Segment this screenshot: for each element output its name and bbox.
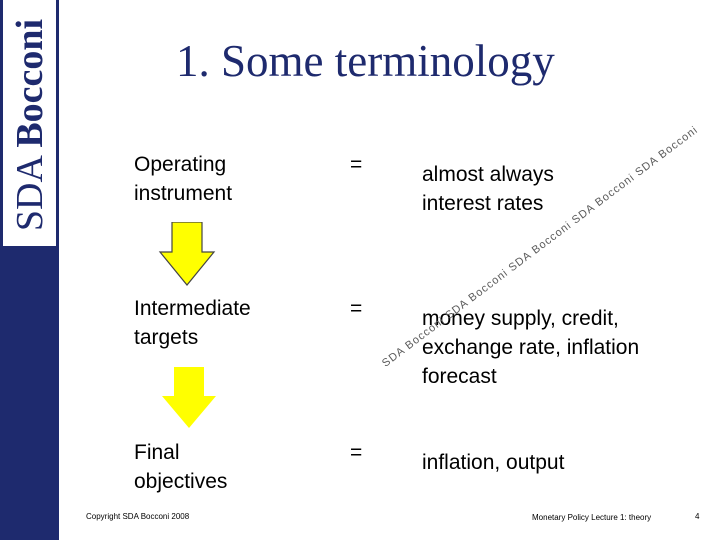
term-line: Operating (134, 153, 227, 176)
term-final-objectives: Final objectives (134, 438, 227, 496)
definition-line: forecast (422, 365, 497, 388)
definition-line: almost always (422, 163, 554, 186)
slide-title: 1. Some terminology (176, 36, 555, 86)
term-intermediate-targets: Intermediate targets (134, 294, 251, 352)
term-line: objectives (134, 470, 228, 493)
term-line: Intermediate (134, 297, 251, 320)
course-footer: Monetary Policy Lecture 1: theory (532, 513, 652, 522)
down-arrow-icon (158, 222, 216, 286)
term-line: Final (134, 441, 180, 464)
down-arrow-icon (162, 367, 216, 428)
definition-line: inflation, output (422, 451, 565, 474)
term-line: targets (134, 326, 199, 349)
brand-name-light: SDA (9, 147, 51, 232)
equals-sign: = (350, 441, 363, 464)
term-line: instrument (134, 182, 233, 205)
equals-sign: = (350, 153, 363, 176)
equals-sign: = (350, 297, 363, 320)
definition-final-objectives: inflation, output (422, 448, 564, 477)
definition-line: exchange rate, inflation (422, 336, 640, 359)
brand-logo: SDA Bocconi (3, 0, 56, 246)
page-number: 4 (695, 512, 700, 521)
definition-intermediate-targets: money supply, credit, exchange rate, inf… (422, 304, 639, 391)
brand-wordmark: SDA Bocconi (9, 18, 51, 232)
brand-sidebar: SDA Bocconi (0, 0, 59, 540)
definition-operating-instrument: almost always interest rates (422, 160, 554, 218)
brand-name-bold: Bocconi (9, 18, 51, 148)
definition-line: interest rates (422, 192, 544, 215)
term-operating-instrument: Operating instrument (134, 150, 232, 208)
definition-line: money supply, credit, (422, 307, 619, 330)
copyright-footer: Copyright SDA Bocconi 2008 (86, 512, 190, 521)
